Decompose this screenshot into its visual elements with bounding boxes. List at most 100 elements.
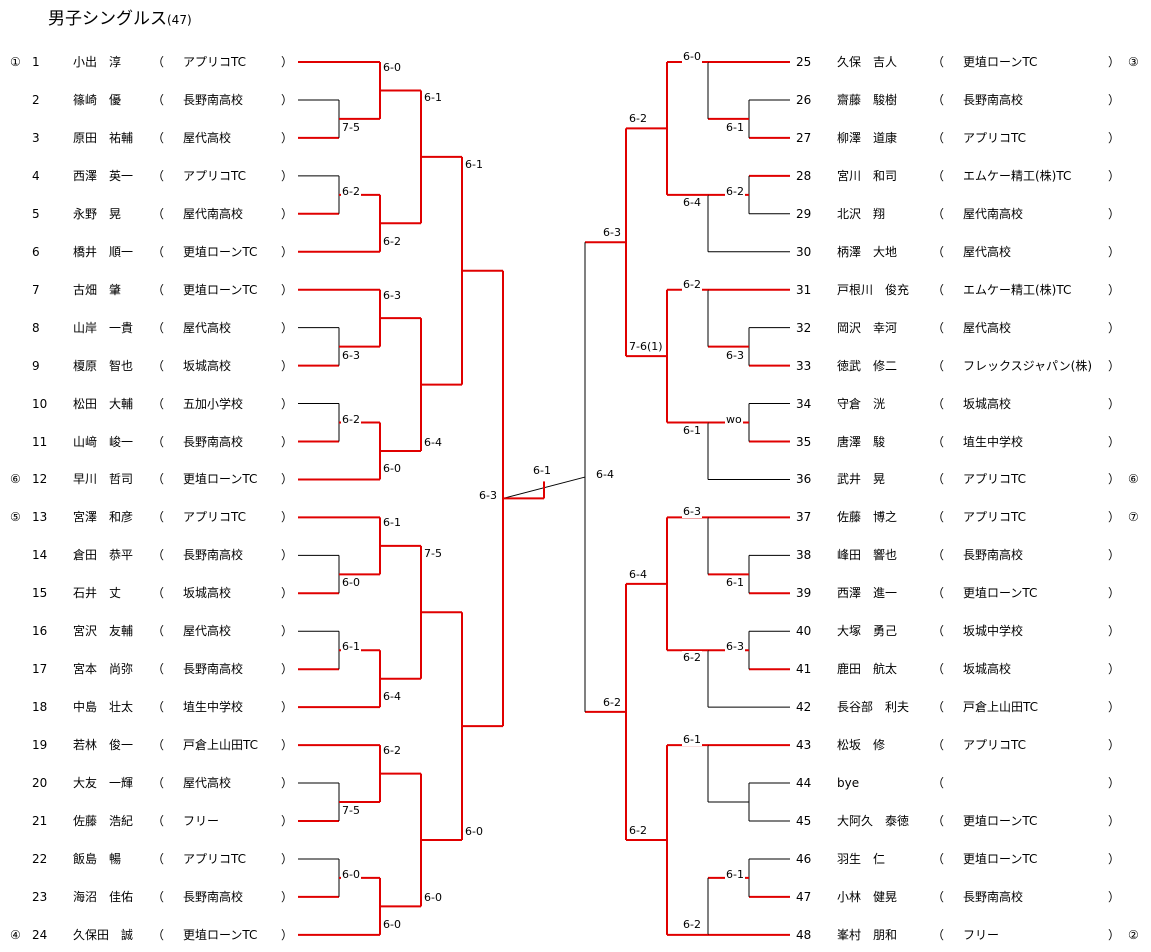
paren-close: ） bbox=[1108, 92, 1121, 107]
paren-close: ） bbox=[281, 889, 294, 904]
club-name: 屋代高校 bbox=[183, 776, 232, 791]
paren-close: ） bbox=[1108, 206, 1121, 221]
seed-mark: ① bbox=[10, 55, 21, 69]
paren-close: ） bbox=[1108, 396, 1121, 411]
player-name: 小林 健晃 bbox=[837, 889, 898, 904]
paren-close: ） bbox=[281, 396, 294, 411]
club-name: アプリコTC bbox=[183, 168, 247, 183]
paren-open: （ bbox=[932, 927, 945, 942]
player-name: 岡沢 幸河 bbox=[837, 320, 898, 335]
club-name: 更埴ローンTC bbox=[183, 282, 258, 297]
paren-open: （ bbox=[932, 92, 945, 107]
draw-number: 40 bbox=[796, 624, 812, 639]
paren-open: （ bbox=[152, 738, 165, 753]
paren-open: （ bbox=[152, 927, 165, 942]
player-name: 柳澤 道康 bbox=[837, 130, 898, 145]
paren-open: （ bbox=[932, 510, 945, 525]
paren-close: ） bbox=[1108, 776, 1121, 791]
draw-number: 45 bbox=[796, 814, 812, 828]
draw-number: 27 bbox=[796, 130, 812, 145]
seed-mark: ⑤ bbox=[10, 510, 21, 525]
club-name: 埴生中学校 bbox=[963, 434, 1024, 449]
player-name: 山岸 一貴 bbox=[73, 320, 134, 335]
player-name: 山﨑 峻一 bbox=[73, 434, 134, 449]
match-score: 6-0 bbox=[382, 61, 402, 74]
draw-number: 44 bbox=[796, 776, 812, 791]
match-score: 6-2 bbox=[382, 234, 402, 248]
club-name: フレックスジャパン(株) bbox=[963, 358, 1093, 373]
match-score: 6-4 bbox=[423, 435, 443, 449]
match-score: wo bbox=[725, 412, 743, 426]
player-name: 守倉 洸 bbox=[837, 396, 886, 411]
match-score: 6-3 bbox=[725, 640, 745, 654]
player-name: 大塚 勇己 bbox=[837, 624, 898, 639]
entry-count: (47) bbox=[167, 13, 192, 27]
paren-close: ） bbox=[1108, 700, 1121, 715]
draw-number: 30 bbox=[796, 244, 812, 259]
player-name: 峰田 響也 bbox=[837, 548, 898, 563]
paren-close: ） bbox=[1108, 927, 1121, 942]
draw-number: 10 bbox=[32, 396, 48, 411]
player-name: 永野 晃 bbox=[73, 206, 122, 221]
match-score: 6-1 bbox=[725, 120, 745, 134]
player-name: 篠崎 優 bbox=[73, 92, 122, 107]
club-name: 更埴ローンTC bbox=[963, 814, 1038, 828]
match-score: 6-0 bbox=[382, 462, 402, 476]
paren-open: （ bbox=[932, 282, 945, 297]
club-name: アプリコTC bbox=[183, 510, 247, 525]
match-score: 6-1 bbox=[725, 867, 745, 881]
match-score: 6-2 bbox=[682, 277, 702, 291]
paren-close: ） bbox=[281, 510, 294, 525]
draw-number: 13 bbox=[32, 510, 48, 525]
club-name: 屋代南高校 bbox=[183, 206, 244, 221]
club-name: 長野南高校 bbox=[183, 548, 244, 563]
match-score: 6-1 bbox=[382, 516, 402, 530]
club-name: エムケー精工(株)TC bbox=[963, 168, 1072, 183]
draw-number: 20 bbox=[32, 776, 48, 791]
paren-close: ） bbox=[281, 624, 294, 639]
paren-close: ） bbox=[281, 168, 294, 183]
paren-close: ） bbox=[1108, 814, 1121, 828]
player-name: 戸根川 俊充 bbox=[837, 282, 910, 297]
match-score: 6-4 bbox=[682, 195, 702, 209]
match-score: 6-1 bbox=[725, 576, 745, 590]
paren-close: ） bbox=[1108, 320, 1121, 335]
paren-close: ） bbox=[281, 548, 294, 563]
club-name: フリー bbox=[963, 927, 1000, 942]
draw-number: 17 bbox=[32, 662, 48, 677]
club-name: 長野南高校 bbox=[183, 889, 244, 904]
paren-open: （ bbox=[932, 168, 945, 183]
club-name: 長野南高校 bbox=[183, 662, 244, 677]
match-score: 6-4 bbox=[628, 567, 648, 581]
paren-open: （ bbox=[152, 700, 165, 715]
draw-number: 9 bbox=[32, 358, 40, 373]
match-score: 6-1 bbox=[423, 91, 443, 105]
club-name: 更埴ローンTC bbox=[963, 55, 1038, 69]
match-score: 6-0 bbox=[423, 891, 443, 905]
player-name: 北沢 翔 bbox=[837, 206, 886, 221]
match-score: 6-3 bbox=[682, 505, 702, 519]
paren-close: ） bbox=[1108, 510, 1121, 525]
paren-open: （ bbox=[932, 55, 945, 69]
paren-close: ） bbox=[281, 92, 294, 107]
player-name: 早川 哲司 bbox=[73, 472, 134, 487]
paren-open: （ bbox=[932, 548, 945, 563]
club-name: 埴生中学校 bbox=[183, 700, 244, 715]
match-score: 6-2 bbox=[602, 695, 622, 709]
